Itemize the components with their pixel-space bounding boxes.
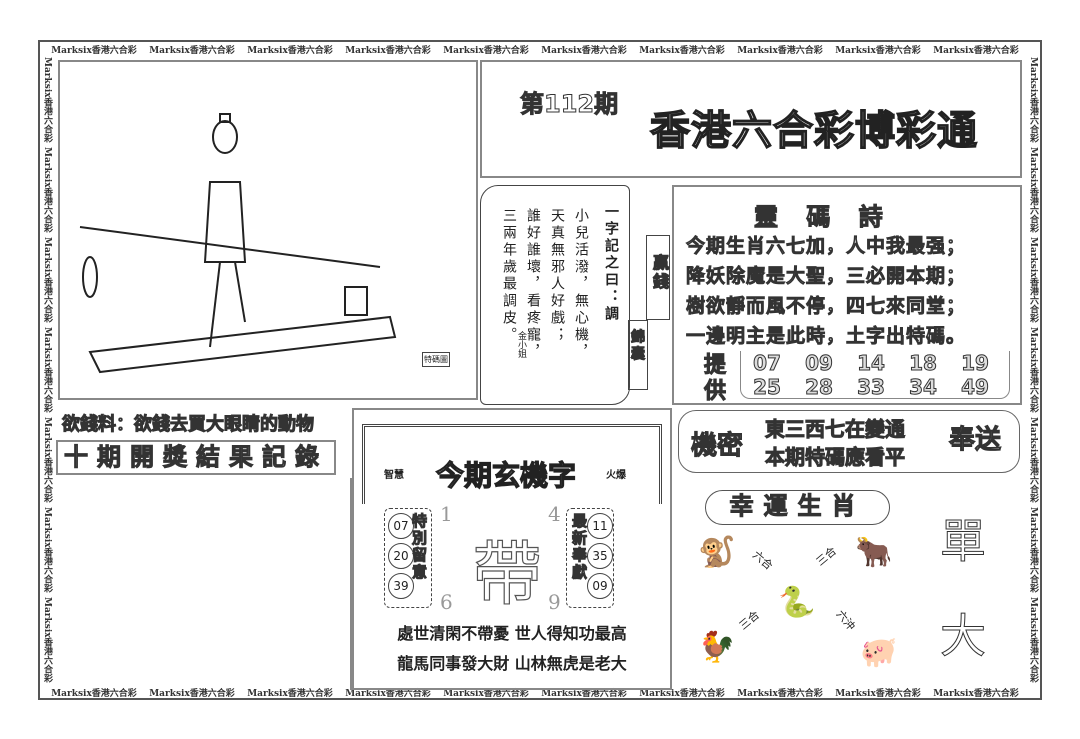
number-ball: 07: [388, 513, 414, 539]
corner-number: 4: [548, 502, 561, 526]
money-line: 欲錢料：欲錢去買大眼睛的動物: [62, 414, 315, 436]
corner-number: 6: [440, 590, 453, 614]
scroll-title: 一字記之曰：調: [603, 204, 619, 323]
number-ball: 39: [388, 573, 414, 599]
big-label: 大: [940, 609, 987, 664]
number-ball: 11: [587, 513, 613, 539]
verse-line: 處世清閑不帶憂 世人得知功最高: [397, 624, 627, 643]
tag-tips: 錦囊: [628, 320, 648, 390]
scroll-line: 誰好誰壞，看疼寵，: [525, 208, 541, 361]
page-frame: [38, 40, 1042, 700]
corner-number: 9: [548, 590, 561, 614]
left-numbers-box: 07 20 39 特別留意: [384, 508, 432, 608]
man-balancing-illustration: [79, 113, 397, 374]
record-title: 十期開獎結果記錄: [56, 440, 336, 475]
scroll-line: 三兩年歲最調皮。: [501, 208, 517, 344]
provide-label-1: 提: [703, 353, 727, 379]
illustration-label: 特碼圖: [422, 352, 450, 367]
mystery-panel: 智慧 今期玄機字 火爆 07 20 39 特別留意 最新奉獻 11 35 09 …: [352, 408, 672, 690]
monkey-icon: 🐒: [698, 535, 736, 570]
pig-icon: 🐖: [860, 635, 898, 670]
secret-line: 東三西七在變通: [765, 417, 906, 442]
secret-line: 本期特碼應看平: [765, 445, 906, 470]
left-tag: 智慧: [384, 470, 404, 481]
secret-right: 奉送: [948, 425, 1002, 456]
mystery-char: 帶: [471, 532, 542, 615]
header-title: 香港六合彩博彩通: [649, 107, 978, 155]
poem-line: 今期生肖六七加，人中我最强；: [686, 235, 967, 258]
poem-panel: 靈 碼 詩 今期生肖六七加，人中我最强； 降妖除魔是大聖，三必開本期； 樹欲靜而…: [672, 185, 1022, 405]
scroll-author: 金小姐: [516, 331, 526, 358]
left-label: 特別留意: [410, 513, 429, 582]
right-numbers-box: 最新奉獻 11 35 09: [566, 508, 614, 608]
snake-icon: 🐍: [778, 585, 816, 620]
illustration-panel: 特碼圖: [58, 60, 478, 400]
right-tag: 火爆: [606, 470, 626, 481]
corner-number: 1: [440, 502, 453, 526]
number-ball: 35: [587, 543, 613, 569]
tag-win-money: 贏錢: [646, 235, 670, 320]
secret-left: 機密: [690, 431, 744, 462]
poem-line: 降妖除魔是大聖，三必開本期；: [686, 265, 967, 288]
poem-line: 樹欲靜而風不停，四七來同堂；: [686, 295, 967, 318]
single-label: 單: [940, 514, 987, 569]
number-ball: 20: [388, 543, 414, 569]
scroll-line: 小兒活潑，無心機，: [573, 208, 589, 361]
secret-panel: 機密 東三西七在變通 本期特碼應看平 奉送: [678, 410, 1020, 473]
provide-label-2: 供: [703, 379, 727, 405]
scroll-line: 天真無邪人好戲；: [549, 208, 565, 344]
right-label: 最新奉獻: [570, 513, 589, 582]
ornamental-frame: [362, 424, 662, 504]
lucky-title: 幸運生肖: [705, 490, 890, 525]
verse-line: 龍馬同事發大財 山林無虎是老大: [397, 654, 627, 673]
poem-title: 靈 碼 詩: [754, 203, 884, 232]
header-panel: 第112期 香港六合彩博彩通: [480, 60, 1022, 178]
mystery-title: 今期玄機字: [435, 458, 577, 492]
rooster-icon: 🐓: [698, 630, 736, 665]
scroll-panel: 一字記之曰：調 小兒活潑，無心機， 天真無邪人好戲； 誰好誰壞，看疼寵， 三兩年…: [480, 185, 630, 405]
poem-line: 一邊明主是此時，土字出特碼。: [686, 325, 967, 348]
ox-icon: 🐂: [855, 535, 893, 570]
number-ball: 09: [587, 573, 613, 599]
issue-number: 第112期: [519, 90, 619, 119]
